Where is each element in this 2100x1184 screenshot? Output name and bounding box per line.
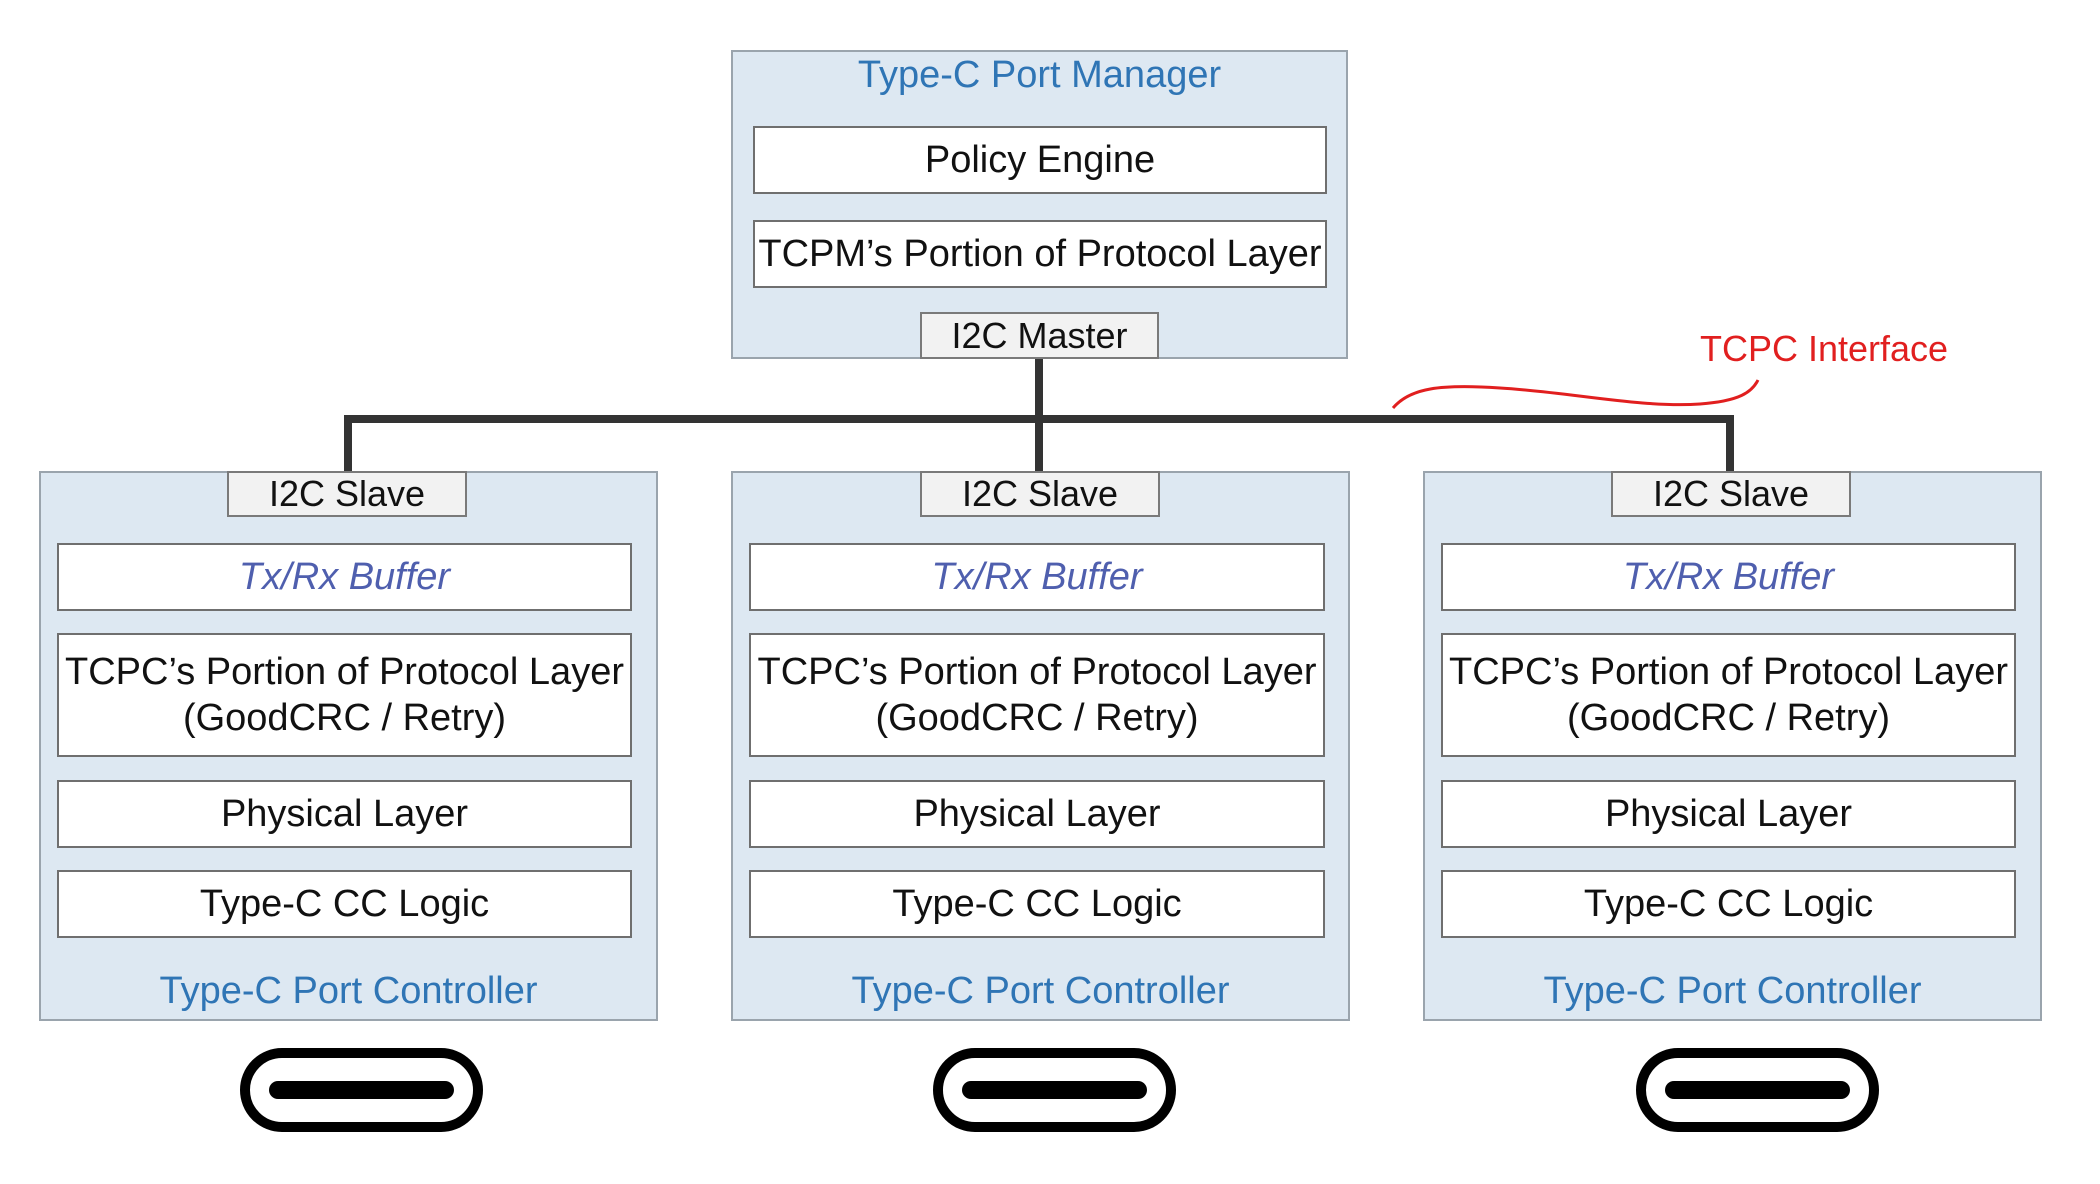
tcpc-protocol-layer-line2: (GoodCRC / Retry) xyxy=(875,697,1199,739)
i2c-master-tab: I2C Master xyxy=(920,312,1159,359)
i2c-slave-tab: I2C Slave xyxy=(227,471,467,517)
physical-layer-box: Physical Layer xyxy=(749,780,1325,848)
i2c-slave-tab: I2C Slave xyxy=(1611,471,1851,517)
tcpc-protocol-layer-line1: TCPC’s Portion of Protocol Layer xyxy=(757,650,1317,693)
tcpc-protocol-layer-box: TCPC’s Portion of Protocol Layer (GoodCR… xyxy=(749,633,1325,757)
i2c-slave-tab: I2C Slave xyxy=(920,471,1160,517)
tcpc-protocol-layer-line2: (GoodCRC / Retry) xyxy=(182,697,507,739)
tcpc-protocol-layer-box: TCPC’s Portion of Protocol Layer (GoodCR… xyxy=(1441,633,2016,757)
port-controller-title: Type-C Port Controller xyxy=(851,970,1230,1012)
tcpc-protocol-layer-line2: (GoodCRC / Retry) xyxy=(1566,697,1891,739)
port-manager-title: Type-C Port Manager xyxy=(857,54,1222,96)
usb-type-c-connector-icon xyxy=(1636,1048,1879,1132)
cc-logic-box: Type-C CC Logic xyxy=(1441,870,2016,938)
policy-engine-box: Policy Engine xyxy=(753,126,1327,194)
cc-logic-box: Type-C CC Logic xyxy=(57,870,632,938)
connector-slot xyxy=(269,1081,454,1099)
connector-slot xyxy=(1665,1081,1850,1099)
port-manager-panel xyxy=(731,50,1348,359)
tx-rx-buffer-box: Tx/Rx Buffer xyxy=(749,543,1325,611)
physical-layer-box: Physical Layer xyxy=(1441,780,2016,848)
usb-type-c-connector-icon xyxy=(240,1048,483,1132)
tx-rx-buffer-box: Tx/Rx Buffer xyxy=(57,543,632,611)
usb-type-c-connector-icon xyxy=(933,1048,1176,1132)
tx-rx-buffer-box: Tx/Rx Buffer xyxy=(1441,543,2016,611)
tcpc-protocol-layer-line1: TCPC’s Portion of Protocol Layer xyxy=(1449,650,2008,693)
physical-layer-box: Physical Layer xyxy=(57,780,632,848)
port-controller-title: Type-C Port Controller xyxy=(1543,970,1922,1012)
connector-slot xyxy=(962,1081,1147,1099)
tcpc-interface-label: TCPC Interface xyxy=(1700,328,1949,369)
tcpc-protocol-layer-box: TCPC’s Portion of Protocol Layer (GoodCR… xyxy=(57,633,632,757)
tcpc-interface-leader xyxy=(1391,379,1760,409)
port-controller-title: Type-C Port Controller xyxy=(159,970,538,1012)
tcpm-protocol-layer-box: TCPM’s Portion of Protocol Layer xyxy=(753,220,1327,288)
cc-logic-box: Type-C CC Logic xyxy=(749,870,1325,938)
tcpc-protocol-layer-line1: TCPC’s Portion of Protocol Layer xyxy=(65,650,624,693)
